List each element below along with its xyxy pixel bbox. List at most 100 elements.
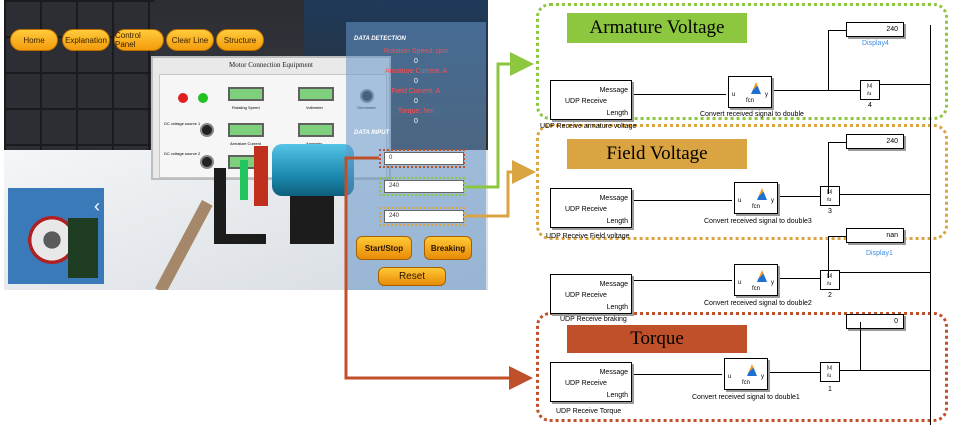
udp-length-port: Length (606, 304, 628, 311)
abs-number-4: 4 (868, 102, 872, 109)
fcn-block-field[interactable]: u y fcn (734, 182, 778, 214)
udp-block-name: UDP Receive (565, 380, 607, 387)
structure-button[interactable]: Structure (216, 29, 264, 51)
display4-label: Display4 (862, 40, 889, 47)
abs-text: |u| (827, 273, 833, 279)
signal-line (828, 142, 846, 143)
field-section-box (536, 124, 948, 240)
fcn-block-armature[interactable]: u y fcn (728, 76, 772, 108)
convert-field-caption: Convert received signal to double3 (704, 218, 812, 225)
signal-line (880, 84, 930, 85)
green-coupling (240, 160, 248, 200)
abs-block-3[interactable]: |u|/u (820, 186, 840, 206)
display-torque: 0 (846, 314, 904, 329)
red-brake-disc (254, 146, 268, 206)
udp-receive-torque[interactable]: Message UDP Receive Length (550, 362, 632, 402)
abs-number-3: 3 (828, 208, 832, 215)
udp-receive-braking[interactable]: Message UDP Receive Length (550, 274, 632, 314)
signal-line (780, 196, 820, 197)
voltage-source-1-knob[interactable] (200, 123, 214, 137)
signal-line (828, 142, 829, 194)
signal-line (840, 272, 930, 273)
inset-frame (68, 218, 98, 278)
abs-block-1[interactable]: |u|/u (820, 362, 840, 382)
div-text: /u (867, 91, 872, 97)
fcn-label: fcn (751, 204, 760, 210)
data-panel: DATA DETECTION Rotation Speed: rpm 0 Arm… (346, 22, 486, 290)
field-current-label: Field Current: A (391, 88, 441, 95)
signal-line (780, 278, 820, 279)
torque-section-box (536, 312, 948, 422)
voltage-source-2-knob[interactable] (200, 155, 214, 169)
green-led-icon (198, 93, 208, 103)
abs-number-2: 2 (828, 292, 832, 299)
data-detection-heading: DATA DETECTION (354, 36, 406, 42)
torque-label: Torque: Nm (397, 108, 435, 115)
reset-button[interactable]: Reset (378, 267, 446, 286)
signal-line (828, 30, 829, 90)
voltmeter (298, 87, 334, 101)
udp-field-caption: UDP Receive Field voltage (546, 233, 630, 240)
udp-torque-caption: UDP Receive Torque (556, 408, 622, 415)
abs-block-4[interactable]: |u| /u (860, 80, 880, 100)
udp-length-port: Length (606, 110, 628, 117)
motor-stand-right (290, 196, 334, 244)
start-stop-button[interactable]: Start/Stop (356, 236, 412, 260)
signal-line (840, 194, 930, 195)
udp-block-name: UDP Receive (565, 206, 607, 213)
armature-input-highlight (379, 177, 465, 196)
stand-base (216, 234, 266, 244)
home-button[interactable]: Home (10, 29, 58, 51)
armature-current-reading-label: Armature Current: A (384, 68, 448, 75)
matlab-function-icon (757, 270, 767, 282)
display4: 240 (846, 22, 904, 37)
signal-line (634, 280, 732, 281)
field-current-value: 0 (414, 98, 418, 105)
data-input-heading: DATA INPUT (354, 130, 390, 136)
red-led-icon (178, 93, 188, 103)
matlab-function-icon (747, 364, 757, 376)
udp-block-name: UDP Receive (565, 292, 607, 299)
display1-label: Display1 (866, 250, 893, 257)
udp-braking-caption: UDP Receive braking (560, 316, 627, 323)
fcn-input-port: u (738, 280, 742, 286)
motor-stand-left (214, 168, 226, 244)
signal-line (634, 374, 722, 375)
abs-text: |u| (827, 365, 833, 371)
dc-motor (272, 144, 354, 196)
field-input-highlight (379, 207, 465, 226)
nav-arrow-icon[interactable]: ‹ (94, 196, 100, 216)
ammeter-label: Ammeter (306, 141, 322, 146)
armature-section-box (536, 3, 948, 120)
armature-voltage-title: Armature Voltage (567, 13, 747, 43)
abs-block-2[interactable]: |u|/u (820, 270, 840, 290)
fcn-block-torque[interactable]: u y fcn (724, 358, 768, 390)
armature-current-value: 0 (414, 78, 418, 85)
dc-source-1-label: DC voltage source 1 (164, 121, 201, 126)
fcn-block-braking[interactable]: u y fcn (734, 264, 778, 296)
display-field: 240 (846, 134, 904, 149)
matlab-function-icon (751, 82, 761, 94)
udp-message-port: Message (599, 281, 628, 288)
udp-receive-armature[interactable]: Message UDP Receive Length (550, 80, 632, 120)
breaking-button[interactable]: Breaking (424, 236, 472, 260)
explanation-button[interactable]: Explanation (62, 29, 110, 51)
signal-line (828, 30, 846, 31)
udp-length-port: Length (606, 392, 628, 399)
fcn-input-port: u (738, 198, 742, 204)
equipment-title: Motor Connection Equipment (229, 61, 313, 69)
abs-text: |u| (827, 189, 833, 195)
signal-bus (930, 25, 931, 425)
signal-line (770, 372, 820, 373)
udp-receive-field[interactable]: Message UDP Receive Length (550, 188, 632, 228)
clear-line-button[interactable]: Clear Line (166, 29, 214, 51)
convert-torque-caption: Convert received signal to double1 (692, 394, 800, 401)
field-voltage-input[interactable]: 240 (384, 210, 464, 223)
torque-title: Torque (567, 325, 747, 353)
dc-source-2-label: DC voltage source 2 (164, 151, 201, 156)
abs-text: |u| (867, 83, 873, 89)
fcn-input-port: u (732, 92, 736, 98)
control-panel-button[interactable]: Control Panel (114, 29, 164, 51)
fcn-output-port: y (771, 280, 774, 286)
